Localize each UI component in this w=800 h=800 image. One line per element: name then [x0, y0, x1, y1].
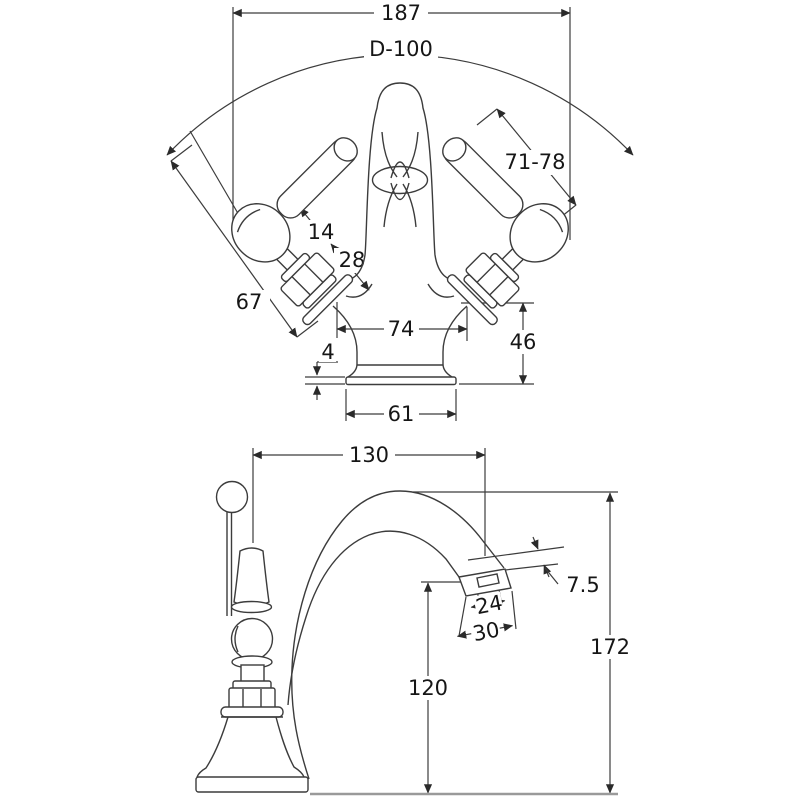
ext-lines-130	[252, 448, 486, 556]
dim-d100-label-bg	[364, 37, 438, 62]
dim-label-spout-lip: 7.5	[566, 573, 599, 597]
dim-line-67	[170, 160, 298, 338]
dim-74-label-bg	[384, 317, 419, 341]
side-trumpet-base	[196, 716, 305, 778]
dim-label-body-width: 74	[388, 317, 415, 341]
dim-label-spout-reach: 130	[349, 443, 389, 467]
side-view: 130 172 120 7.5 24 30	[195, 443, 635, 796]
dim-label-base-plate-thickness: 4	[321, 340, 334, 364]
front-view: 187 D-100 67 71-78 14 28 74 46	[166, 1, 634, 426]
dim-label-aerator-width: 24	[474, 590, 505, 619]
side-lever-collar	[230, 600, 273, 614]
dim-30-label-bg	[469, 618, 502, 644]
dim-label-handle-length: 67	[236, 290, 263, 314]
dim-7-5-leader	[544, 567, 559, 585]
spout-base-fillets	[329, 280, 471, 300]
popup-rod	[226, 512, 233, 616]
dim-label-overall-height: 172	[590, 635, 630, 659]
spout-end-face	[458, 568, 512, 597]
spout-ring	[371, 165, 429, 195]
dim-46-label-bg	[503, 330, 542, 354]
dim-14-label-bg	[303, 220, 340, 245]
side-lever-handle	[233, 547, 270, 607]
dim-4-ticks	[305, 376, 345, 385]
dim-30-group: 30	[456, 617, 514, 646]
dim-120-label-bg	[403, 676, 453, 700]
dim-7-5-arrow-upper	[530, 536, 539, 550]
spout-front-outline	[339, 82, 461, 283]
dim-61-label-bg	[384, 402, 419, 426]
dim-67-label-bg	[228, 290, 270, 315]
dim-label-spout-end-width: 30	[471, 617, 502, 646]
dim-187-label-bg	[374, 1, 428, 25]
base-body-outline	[332, 305, 468, 378]
dim-label-body-height: 46	[510, 330, 537, 354]
side-nut-facets	[242, 689, 262, 708]
side-base-plate	[195, 776, 309, 793]
spout-inner-curve	[287, 530, 460, 706]
ext-lines-7-5	[467, 546, 565, 571]
dim-24-group: 24	[470, 590, 506, 619]
dim-67-ticks	[170, 144, 319, 338]
side-ball-joint	[230, 617, 274, 661]
spout-outer-curve	[291, 490, 505, 780]
dim-label-overall-width: 187	[381, 1, 421, 25]
base-plate-front	[345, 376, 457, 386]
side-escutcheon-flange	[220, 706, 284, 718]
dim-71-78-label-bg	[502, 150, 568, 175]
dim-label-base-width: 61	[388, 402, 415, 426]
spout-aerator	[476, 573, 500, 588]
popup-knob	[215, 480, 249, 514]
side-ball-highlight	[234, 625, 239, 653]
dim-24-label-bg	[473, 591, 504, 617]
dim-label-spout-height: 120	[408, 676, 448, 700]
dim-4-label-bg	[319, 342, 336, 362]
dim-label-lever-diameter: 14	[308, 220, 335, 244]
dim-130-label-bg	[343, 443, 395, 467]
spout-inner-curves	[381, 131, 419, 228]
dim-arc-d100	[166, 54, 634, 156]
dim-7-5-label-bg	[559, 572, 607, 597]
dim-172-label-bg	[585, 635, 635, 659]
dim-7-5-arrow-lower	[543, 564, 552, 578]
dim-label-handle-height-range: 71-78	[504, 150, 565, 174]
dim-label-swing-diameter: D-100	[369, 37, 433, 61]
ext-line-67	[189, 130, 244, 223]
side-hex-nut	[228, 687, 276, 710]
